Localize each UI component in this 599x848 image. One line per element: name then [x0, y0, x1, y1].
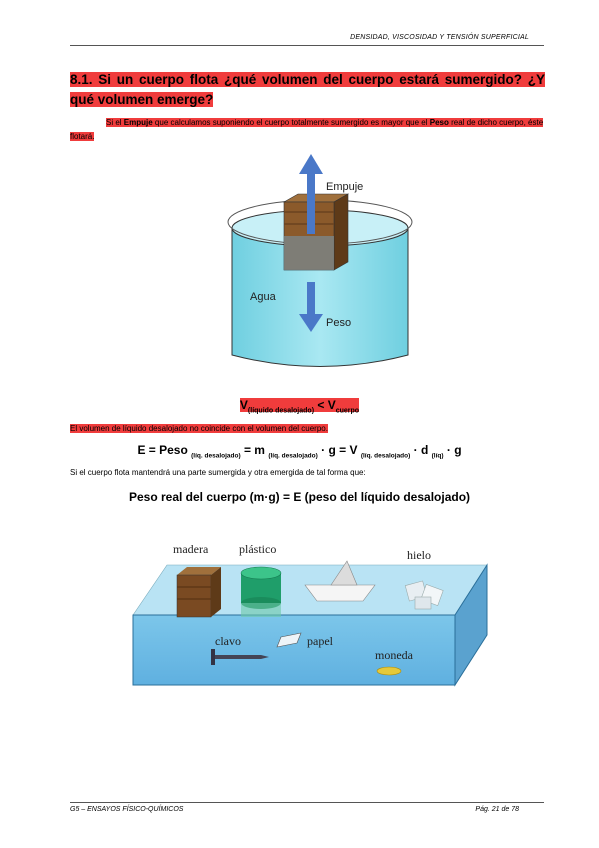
running-header: DENSIDAD, VISCOSIDAD Y TENSIÓN SUPERFICI…: [350, 34, 529, 41]
page-number: Pág. 21 de 78: [475, 806, 519, 813]
objects-in-water-figure: madera plástico hielo clavo papel moneda: [132, 542, 488, 687]
label-madera: madera: [173, 542, 209, 556]
peso-arrow: [299, 282, 323, 332]
label-papel: papel: [307, 634, 334, 648]
float-note: Si el cuerpo flota mantendrá una parte s…: [70, 468, 366, 477]
weight-equation: Peso real del cuerpo (m·g) = E (peso del…: [128, 490, 471, 504]
volume-relation: V(líquido desalojado) < Vcuerpo: [239, 398, 360, 415]
empuje-arrow: [299, 154, 323, 234]
papel-sheet: [276, 632, 302, 648]
label-peso: Peso: [326, 317, 351, 329]
moneda-coin: [376, 666, 402, 676]
footer-rule: [70, 802, 544, 803]
label-clavo: clavo: [215, 634, 241, 648]
label-empuje: Empuje: [326, 181, 363, 193]
paper-boat: [304, 560, 376, 602]
label-agua: Agua: [250, 291, 277, 303]
label-moneda: moneda: [375, 648, 414, 662]
wood-block: [282, 193, 350, 271]
tank-side: [454, 563, 488, 687]
hielo-cubes: [404, 580, 444, 610]
beaker-water: [231, 227, 409, 367]
floating-block-figure: Empuje Agua Peso: [227, 154, 413, 367]
intro-paragraph: Si el Empuje que calculamos suponiendo e…: [70, 118, 544, 141]
footer-left: G5 – ENSAYOS FÍSICO-QUÍMICOS: [70, 806, 184, 813]
section-title: 8.1. Si un cuerpo flota ¿qué volumen del…: [70, 72, 545, 107]
volume-note: El volumen de líquido desalojado no coin…: [70, 424, 328, 433]
madera-block: [176, 567, 221, 618]
tank-front: [132, 614, 456, 686]
label-hielo: hielo: [407, 548, 431, 562]
label-plastico: plástico: [239, 542, 276, 556]
plastico-cylinder: [240, 566, 282, 617]
clavo-nail: [211, 649, 269, 665]
buoyancy-equation: E = Peso (líq. desalojado) = m (líq. des…: [137, 443, 462, 460]
header-rule: [70, 45, 544, 46]
